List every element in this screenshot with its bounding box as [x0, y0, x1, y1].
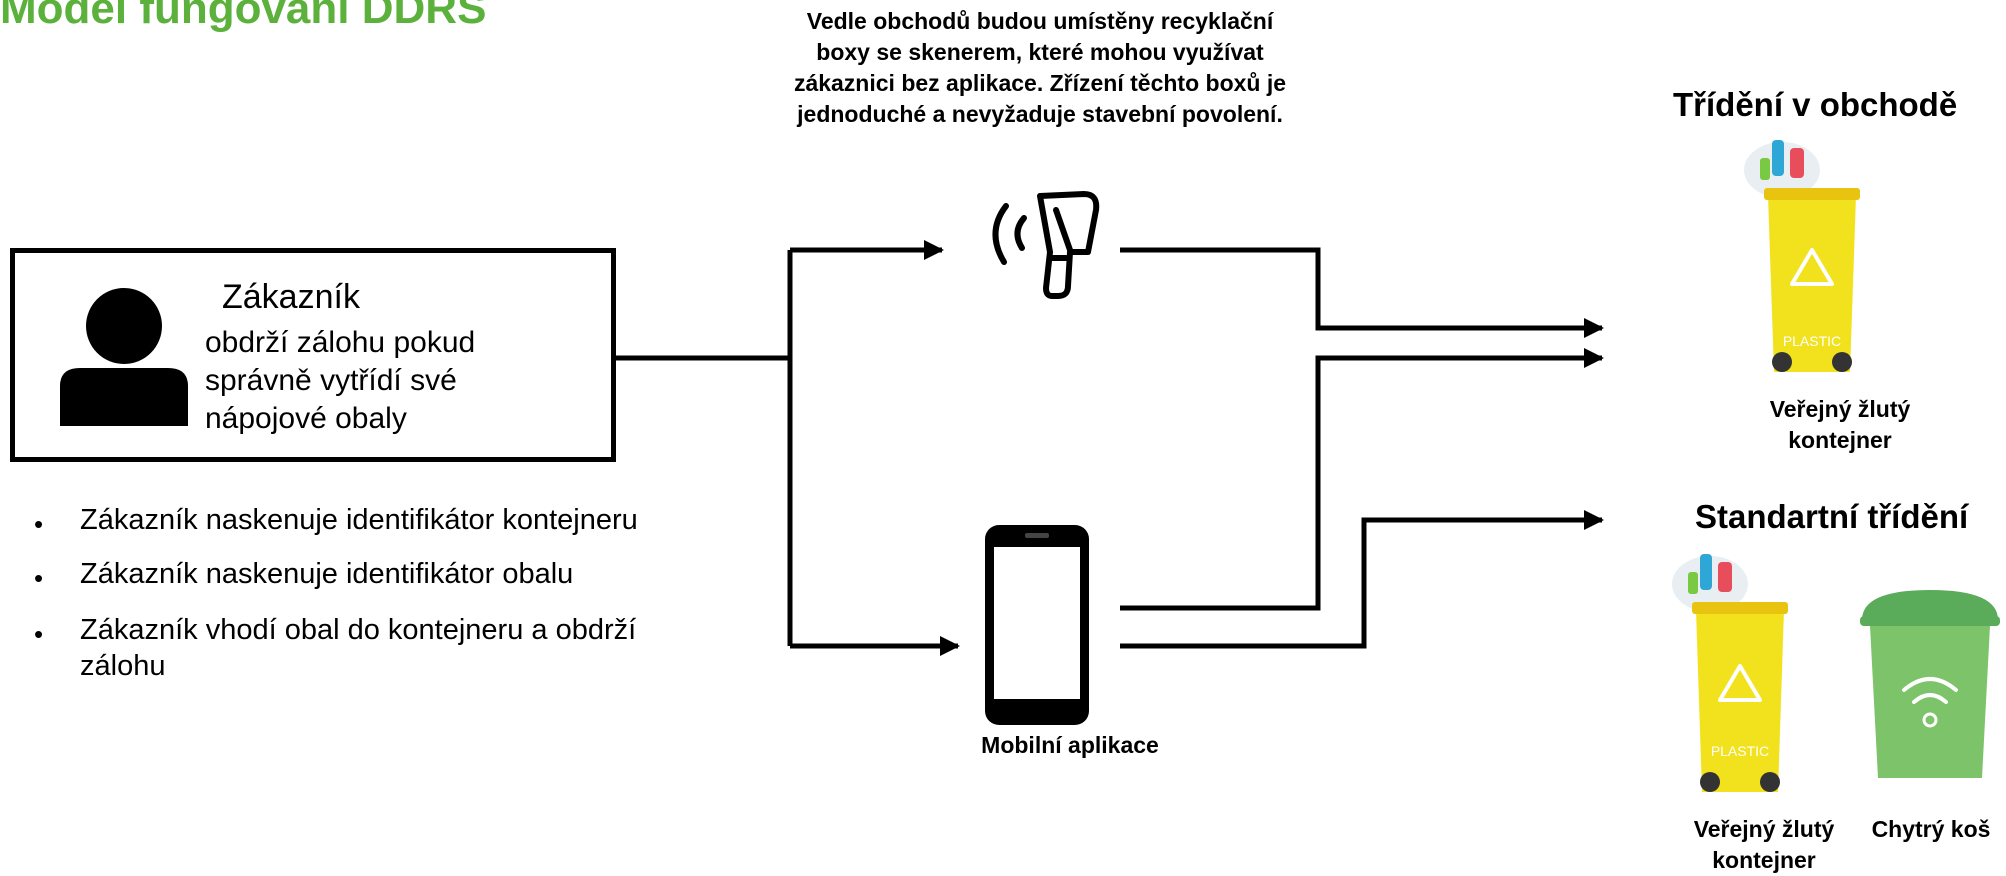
step-item: Zákazník vhodí obal do kontejneru a obdr… — [80, 614, 637, 682]
smart-bin-icon — [1860, 590, 2000, 778]
scanner-note: Vedle obchodů budou umístěny recyklační … — [793, 8, 1287, 127]
step-item: Zákazník naskenuje identifikátor kontejn… — [80, 504, 638, 536]
bin-label-standard: PLASTIC — [1711, 743, 1769, 759]
yellow-bin-store-icon: PLASTIC — [1744, 140, 1860, 372]
customer-box — [10, 248, 616, 462]
standard-bin-caption: Veřejný žlutý kontejner — [1693, 816, 1835, 873]
arrow-phone-to-standard — [1120, 510, 1604, 649]
store-sorting-heading: Třídění v obchodě — [1673, 86, 1958, 123]
yellow-bin-standard-icon: PLASTIC — [1672, 554, 1788, 792]
smart-bin-caption: Chytrý koš — [1871, 816, 1991, 842]
person-icon — [60, 288, 188, 426]
phone-label: Mobilní aplikace — [981, 732, 1159, 758]
bullet-icon: • — [34, 509, 44, 539]
bullet-icon: • — [34, 619, 44, 649]
customer-description: obdrží zálohu pokud správně vytřídí své … — [205, 326, 476, 435]
smartphone-icon — [985, 525, 1089, 725]
arrow-phone-to-store — [1120, 348, 1604, 611]
arrow-scanner-to-store — [1120, 247, 1604, 338]
page-title: Model fungování DDRS — [0, 0, 487, 33]
step-item: Zákazník naskenuje identifikátor obalu — [80, 558, 574, 590]
standard-sorting-heading: Standartní třídění — [1695, 498, 1969, 535]
barcode-scanner-icon — [992, 191, 1100, 299]
bin-label-store: PLASTIC — [1783, 333, 1841, 349]
store-bin-caption: Veřejný žlutý kontejner — [1769, 396, 1911, 453]
customer-name: Zákazník — [222, 278, 360, 316]
bullet-icon: • — [34, 563, 44, 593]
